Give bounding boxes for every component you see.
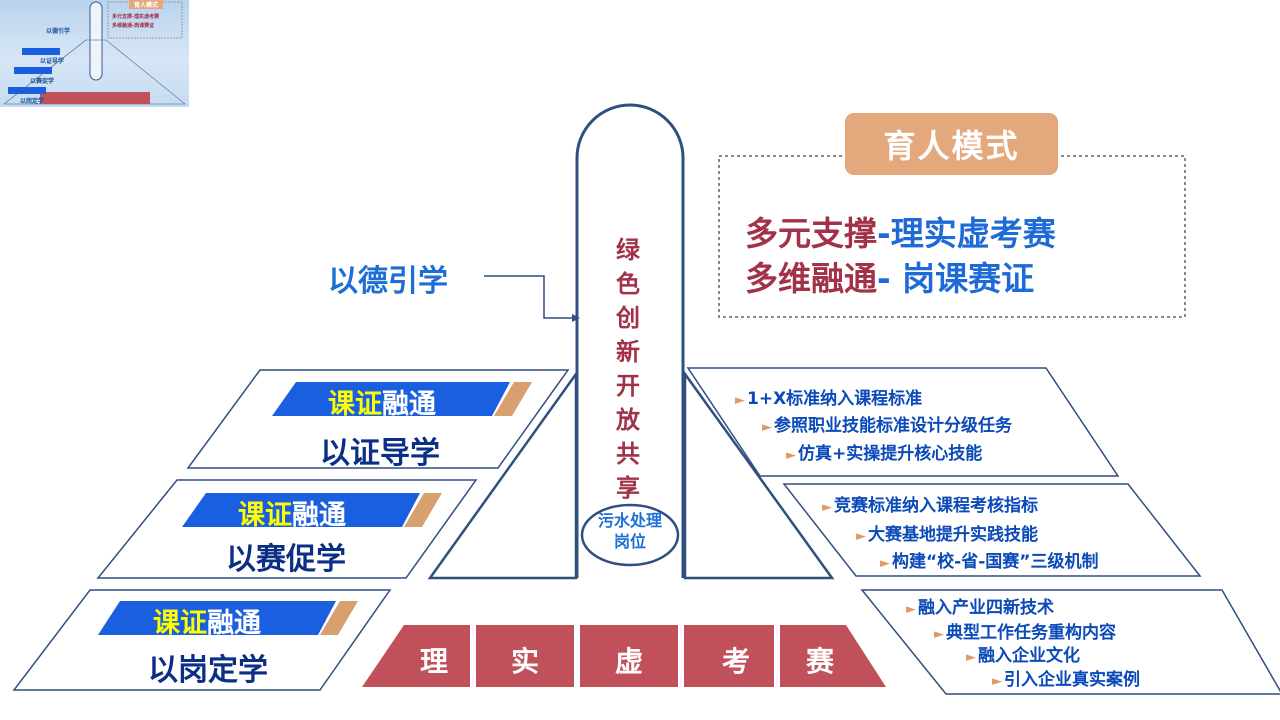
- bullet-arrow-icon: ►: [735, 393, 745, 408]
- right-item: ►大赛基地提升实践技能: [856, 525, 1038, 545]
- banner-white-text: 融通: [382, 389, 436, 420]
- right-item: ►1+X标准纳入课程标准: [735, 389, 923, 409]
- banner-white-text: 融通: [207, 608, 261, 639]
- thumbnail-left-1: 以德引学: [46, 28, 71, 35]
- right-item: ►仿真+实操提升核心技能: [786, 444, 983, 464]
- bullet-arrow-icon: ►: [822, 500, 832, 515]
- brick-4: [684, 625, 774, 687]
- banner-yellow-text: 课证: [153, 608, 207, 639]
- bullet-arrow-icon: ►: [966, 650, 976, 665]
- right-item: ►引入企业真实案例: [992, 670, 1140, 690]
- pillar-char: 创: [616, 304, 640, 332]
- model-title-badge: 育人模式: [845, 113, 1058, 175]
- pillar-char: 新: [616, 338, 640, 366]
- bullet-arrow-icon: ►: [856, 529, 866, 544]
- right-item: ►融入企业文化: [966, 646, 1080, 666]
- brick-5: [780, 625, 886, 687]
- right-panel-2: [782, 483, 1202, 577]
- brick-label-5: 赛: [805, 645, 834, 678]
- pillar-char: 绿: [616, 236, 640, 264]
- moral-arrow: [484, 275, 572, 319]
- banner-blue-1: [272, 382, 510, 416]
- brick-3: [580, 625, 678, 687]
- brick-label-4: 考: [721, 645, 750, 678]
- brick-label-1: 理: [419, 645, 448, 678]
- thumbnail-left-4: 以岗定学: [20, 98, 45, 105]
- right-panel-1: [686, 367, 1120, 477]
- pillar-char: 色: [616, 270, 640, 298]
- post-label: 污水处理 岗位: [588, 510, 672, 552]
- model-line-2: 多维融通- 岗课赛证: [745, 252, 1034, 300]
- platform-label-2: 以赛促学: [226, 542, 346, 577]
- brick-1: [362, 625, 470, 687]
- bullet-arrow-icon: ►: [992, 674, 1002, 689]
- banner-blue-3: [98, 601, 336, 635]
- banner-text-1: 课证融通: [328, 382, 436, 421]
- pillar-char: 享: [616, 474, 640, 502]
- thumbnail-title: 育人模式: [134, 2, 159, 9]
- central-pillar: [575, 103, 685, 578]
- right-slope: [683, 370, 835, 580]
- model-line-2-part2: - 岗课赛证: [877, 259, 1035, 298]
- model-line-1-part1: 多元支撑: [745, 214, 877, 253]
- thumbnail-drawing: [2, 0, 187, 105]
- bullet-arrow-icon: ►: [786, 448, 796, 463]
- model-line-2-part1: 多维融通: [745, 259, 877, 298]
- right-item: ►竞赛标准纳入课程考核指标: [822, 496, 1038, 516]
- bullet-arrow-icon: ►: [880, 556, 890, 571]
- pillar-char: 共: [616, 440, 640, 468]
- pillar-char: 开: [616, 372, 640, 400]
- platform-label-3: 以岗定学: [148, 653, 268, 688]
- model-line-1-part2: -理实虚考赛: [877, 214, 1056, 253]
- right-panel-3: [860, 589, 1280, 695]
- banner-yellow-text: 课证: [328, 389, 382, 420]
- pillar-char: 放: [616, 406, 640, 434]
- banner-white-text: 融通: [292, 500, 346, 531]
- bullet-arrow-icon: ►: [934, 627, 944, 642]
- thumbnail-left-3: 以赛促学: [30, 78, 55, 85]
- thumbnail-left-2: 以证导学: [40, 58, 65, 65]
- model-dashed-box: [718, 155, 1186, 318]
- slide-thumbnail: 育人模式 多元支撑-理实虚考赛 多维融通-岗课赛证 以德引学 以证导学 以赛促学…: [0, 0, 189, 107]
- right-item: ►融入产业四新技术: [906, 598, 1054, 618]
- brick-2: [476, 625, 574, 687]
- banner-tan-2: [404, 493, 442, 527]
- brick-label-2: 实: [510, 645, 539, 678]
- thumbnail-line1: 多元支撑-理实虚考赛: [112, 14, 160, 20]
- post-label-line2: 岗位: [613, 532, 646, 551]
- banner-yellow-text: 课证: [238, 500, 292, 531]
- pillar-base-oval: [580, 503, 680, 567]
- bullet-arrow-icon: ►: [762, 420, 772, 435]
- brick-label-3: 虚: [614, 645, 643, 678]
- moral-guidance-label: 以德引学: [328, 264, 448, 299]
- banner-tan-3: [320, 601, 358, 635]
- right-item: ►参照职业技能标准设计分级任务: [762, 416, 1012, 436]
- model-line-1: 多元支撑-理实虚考赛: [745, 207, 1056, 255]
- post-label-line1: 污水处理: [597, 511, 662, 530]
- bullet-arrow-icon: ►: [906, 602, 916, 617]
- pillar-text: 绿 色 创 新 开 放 共 享: [607, 233, 649, 505]
- right-item: ►典型工作任务重构内容: [934, 623, 1116, 643]
- platform-label-1: 以证导学: [320, 436, 440, 471]
- banner-blue-2: [182, 493, 420, 527]
- banner-tan-1: [494, 382, 532, 416]
- banner-text-2: 课证融通: [238, 493, 346, 532]
- thumbnail-line2: 多维融通-岗课赛证: [112, 23, 155, 29]
- moral-arrowhead: [572, 314, 580, 322]
- banner-text-3: 课证融通: [153, 601, 261, 640]
- right-item: ►构建“校-省-国赛”三级机制: [880, 552, 1099, 572]
